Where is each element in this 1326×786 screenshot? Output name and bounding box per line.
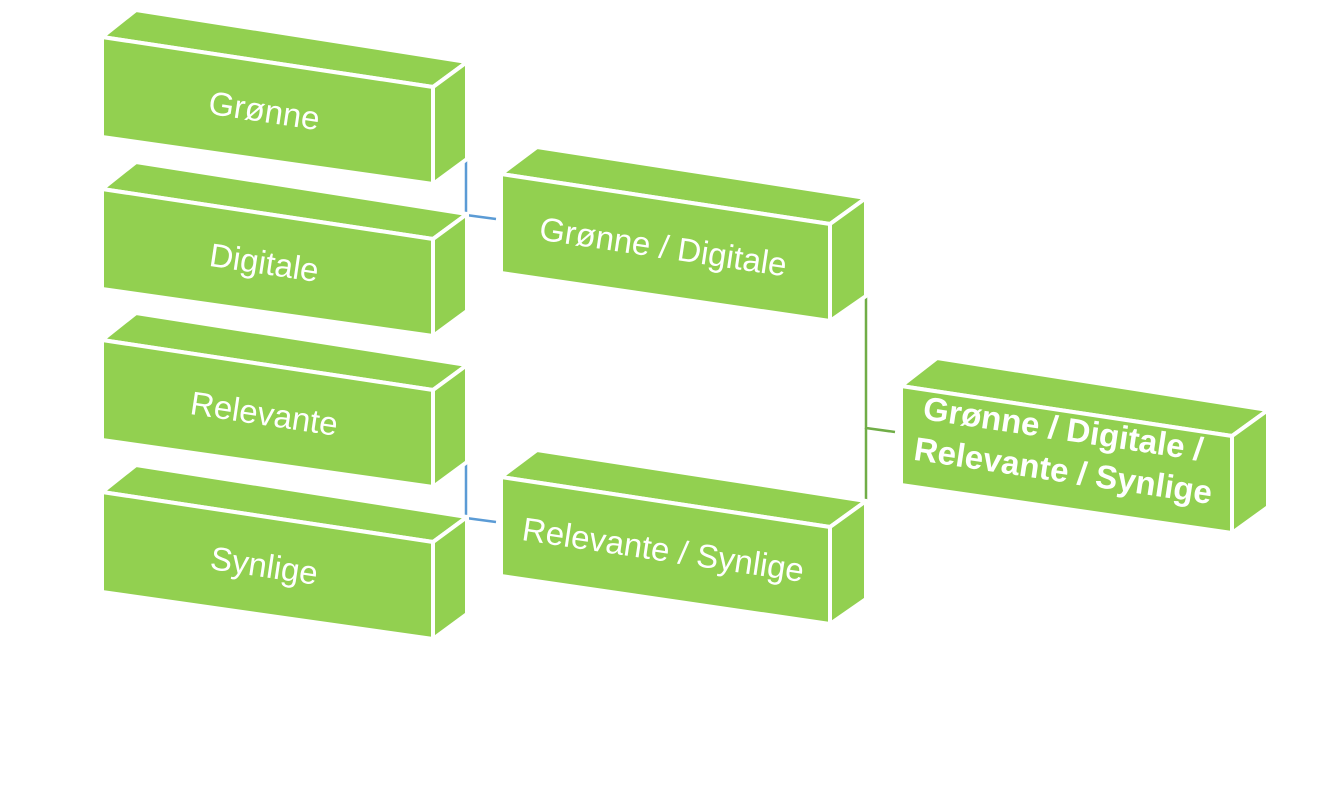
box-relevante-synlige: Relevante / Synlige (499, 448, 868, 626)
box-front-face (499, 172, 832, 323)
box-front-face (499, 475, 832, 626)
box-front-face (899, 384, 1234, 535)
box-gronne: Grønne (100, 8, 469, 186)
box-gronne-digitale: Grønne / Digitale (499, 145, 868, 323)
box-front-face (100, 35, 435, 186)
box-relevante: Relevante (100, 311, 469, 489)
box-gronne-digitale-relevante-synlige: Grønne / Digitale / Relevante / Synlige (899, 356, 1270, 535)
box-synlige: Synlige (100, 463, 469, 641)
box-front-face (100, 490, 435, 641)
box-digitale: Digitale (100, 160, 469, 338)
box-front-face (100, 187, 435, 338)
box-front-face (100, 338, 435, 489)
